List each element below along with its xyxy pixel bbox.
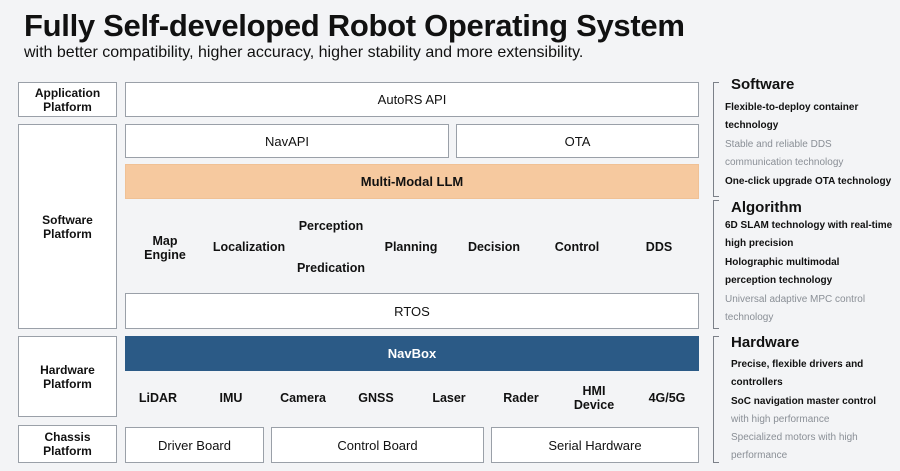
software-item-ota: One-click upgrade OTA technology (725, 176, 892, 187)
serial-hardware-box: Serial Hardware (491, 427, 699, 463)
algorithm-item-slam: 6D SLAM technology with real-time high p… (725, 220, 893, 249)
software-bracket (713, 82, 719, 197)
hardware-platform-label: Hardware Platform (18, 336, 117, 417)
control-board-box: Control Board (271, 427, 484, 463)
chassis-platform-label: Chassis Platform (18, 425, 117, 463)
device-imu: IMU (219, 391, 243, 405)
algorithm-bracket (713, 200, 719, 329)
module-map-engine: Map Engine (144, 234, 186, 262)
device-camera: Camera (280, 391, 326, 405)
module-decision: Decision (467, 240, 521, 254)
module-localization: Localization (212, 240, 286, 254)
device-rader: Rader (503, 391, 539, 405)
autors-api-box: AutoRS API (125, 82, 699, 117)
multi-modal-llm-box: Multi-Modal LLM (125, 164, 699, 199)
algorithm-heading: Algorithm (731, 199, 802, 216)
module-perception: Perception (298, 219, 364, 233)
module-planning: Planning (384, 240, 438, 254)
hardware-item-drivers: Precise, flexible drivers and controller… (731, 359, 864, 388)
page-title: Fully Self-developed Robot Operating Sys… (24, 8, 685, 43)
module-control: Control (554, 240, 600, 254)
software-platform-label: Software Platform (18, 124, 117, 329)
software-item-container: Flexible-to-deploy container technology (725, 102, 859, 131)
algorithm-item-perception: Holographic multimodal perception techno… (725, 257, 840, 286)
device-4g5g: 4G/5G (648, 391, 686, 405)
device-lidar: LiDAR (138, 391, 178, 405)
application-platform-label: Application Platform (18, 82, 117, 117)
hardware-heading: Hardware (731, 334, 800, 351)
module-predication: Predication (296, 261, 366, 275)
hardware-item-motors: Specialized motors with high performance (731, 432, 858, 461)
ota-box: OTA (456, 124, 699, 158)
navapi-box: NavAPI (125, 124, 449, 158)
module-dds: DDS (645, 240, 673, 254)
driver-board-box: Driver Board (125, 427, 264, 463)
hardware-bracket (713, 336, 719, 463)
device-laser: Laser (432, 391, 466, 405)
algorithm-item-mpc: Universal adaptive MPC control technolog… (725, 294, 866, 323)
device-hmi: HMI Device (573, 384, 615, 412)
rtos-box: RTOS (125, 293, 699, 329)
device-gnss: GNSS (358, 391, 394, 405)
page-subtitle: with better compatibility, higher accura… (24, 44, 584, 61)
hardware-item-performance: with high performance (731, 414, 830, 425)
software-heading: Software (731, 76, 795, 93)
navbox-box: NavBox (125, 336, 699, 371)
hardware-item-soc: SoC navigation master control (731, 396, 877, 407)
software-item-dds: Stable and reliable DDS communication te… (725, 139, 844, 168)
